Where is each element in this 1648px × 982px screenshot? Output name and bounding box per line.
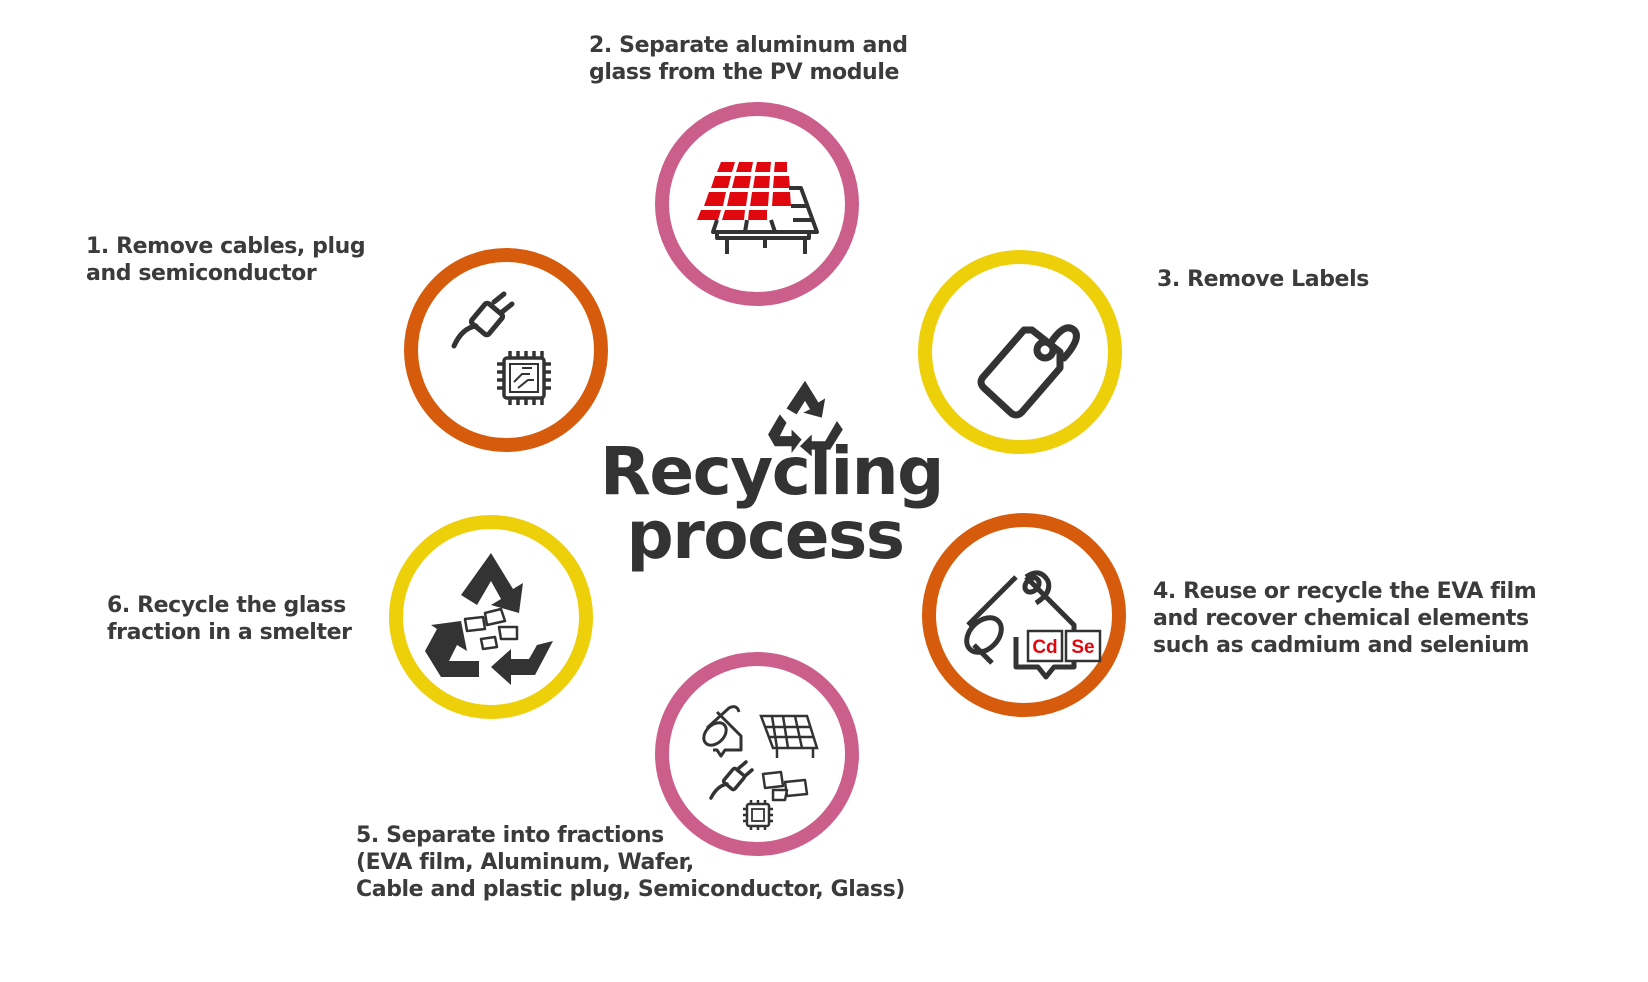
selenium-label: Se [1071,637,1094,658]
recycle-icon [425,553,553,685]
title-line-2: process [626,497,905,574]
glass-shards-icon [761,770,809,802]
diagram-title: Recycling process [600,433,944,574]
element-boxes [1026,629,1102,663]
step-4-circle: Cd Se [922,513,1126,717]
glass-shards-icon [463,607,519,651]
tag-icon [977,324,1080,419]
film-roll-icon [702,705,743,758]
step-3-circle [918,250,1122,454]
step-1-circle [404,248,608,452]
recycle-glass-icon [425,553,553,685]
step-2-circle [655,102,859,306]
recycle-icon [768,380,843,457]
solar-panel-icon [697,162,819,254]
fractions-icon [702,705,819,830]
chip-icon [497,351,551,405]
step-1-label: 1. Remove cables, plug and semiconductor [86,234,366,286]
solar-panel-icon [759,714,819,758]
step-5-label: 5. Separate into fractions (EVA film, Al… [356,823,905,902]
plug-icon [709,760,754,800]
cadmium-label: Cd [1032,637,1057,658]
step-6-circle [389,515,593,719]
step-2-label: 2. Separate aluminum and glass from the … [589,33,908,85]
plug-icon [451,291,515,349]
film-roll-icon: Cd Se [964,570,1102,680]
chip-icon [743,800,773,830]
plug-chip-icon [451,291,551,405]
title-line-1: Recycling [600,433,944,510]
step-3-label: 3. Remove Labels [1157,267,1369,292]
step-6-label: 6. Recycle the glass fraction in a smelt… [107,593,352,645]
step-4-label: 4. Reuse or recycle the EVA film and rec… [1153,579,1537,658]
